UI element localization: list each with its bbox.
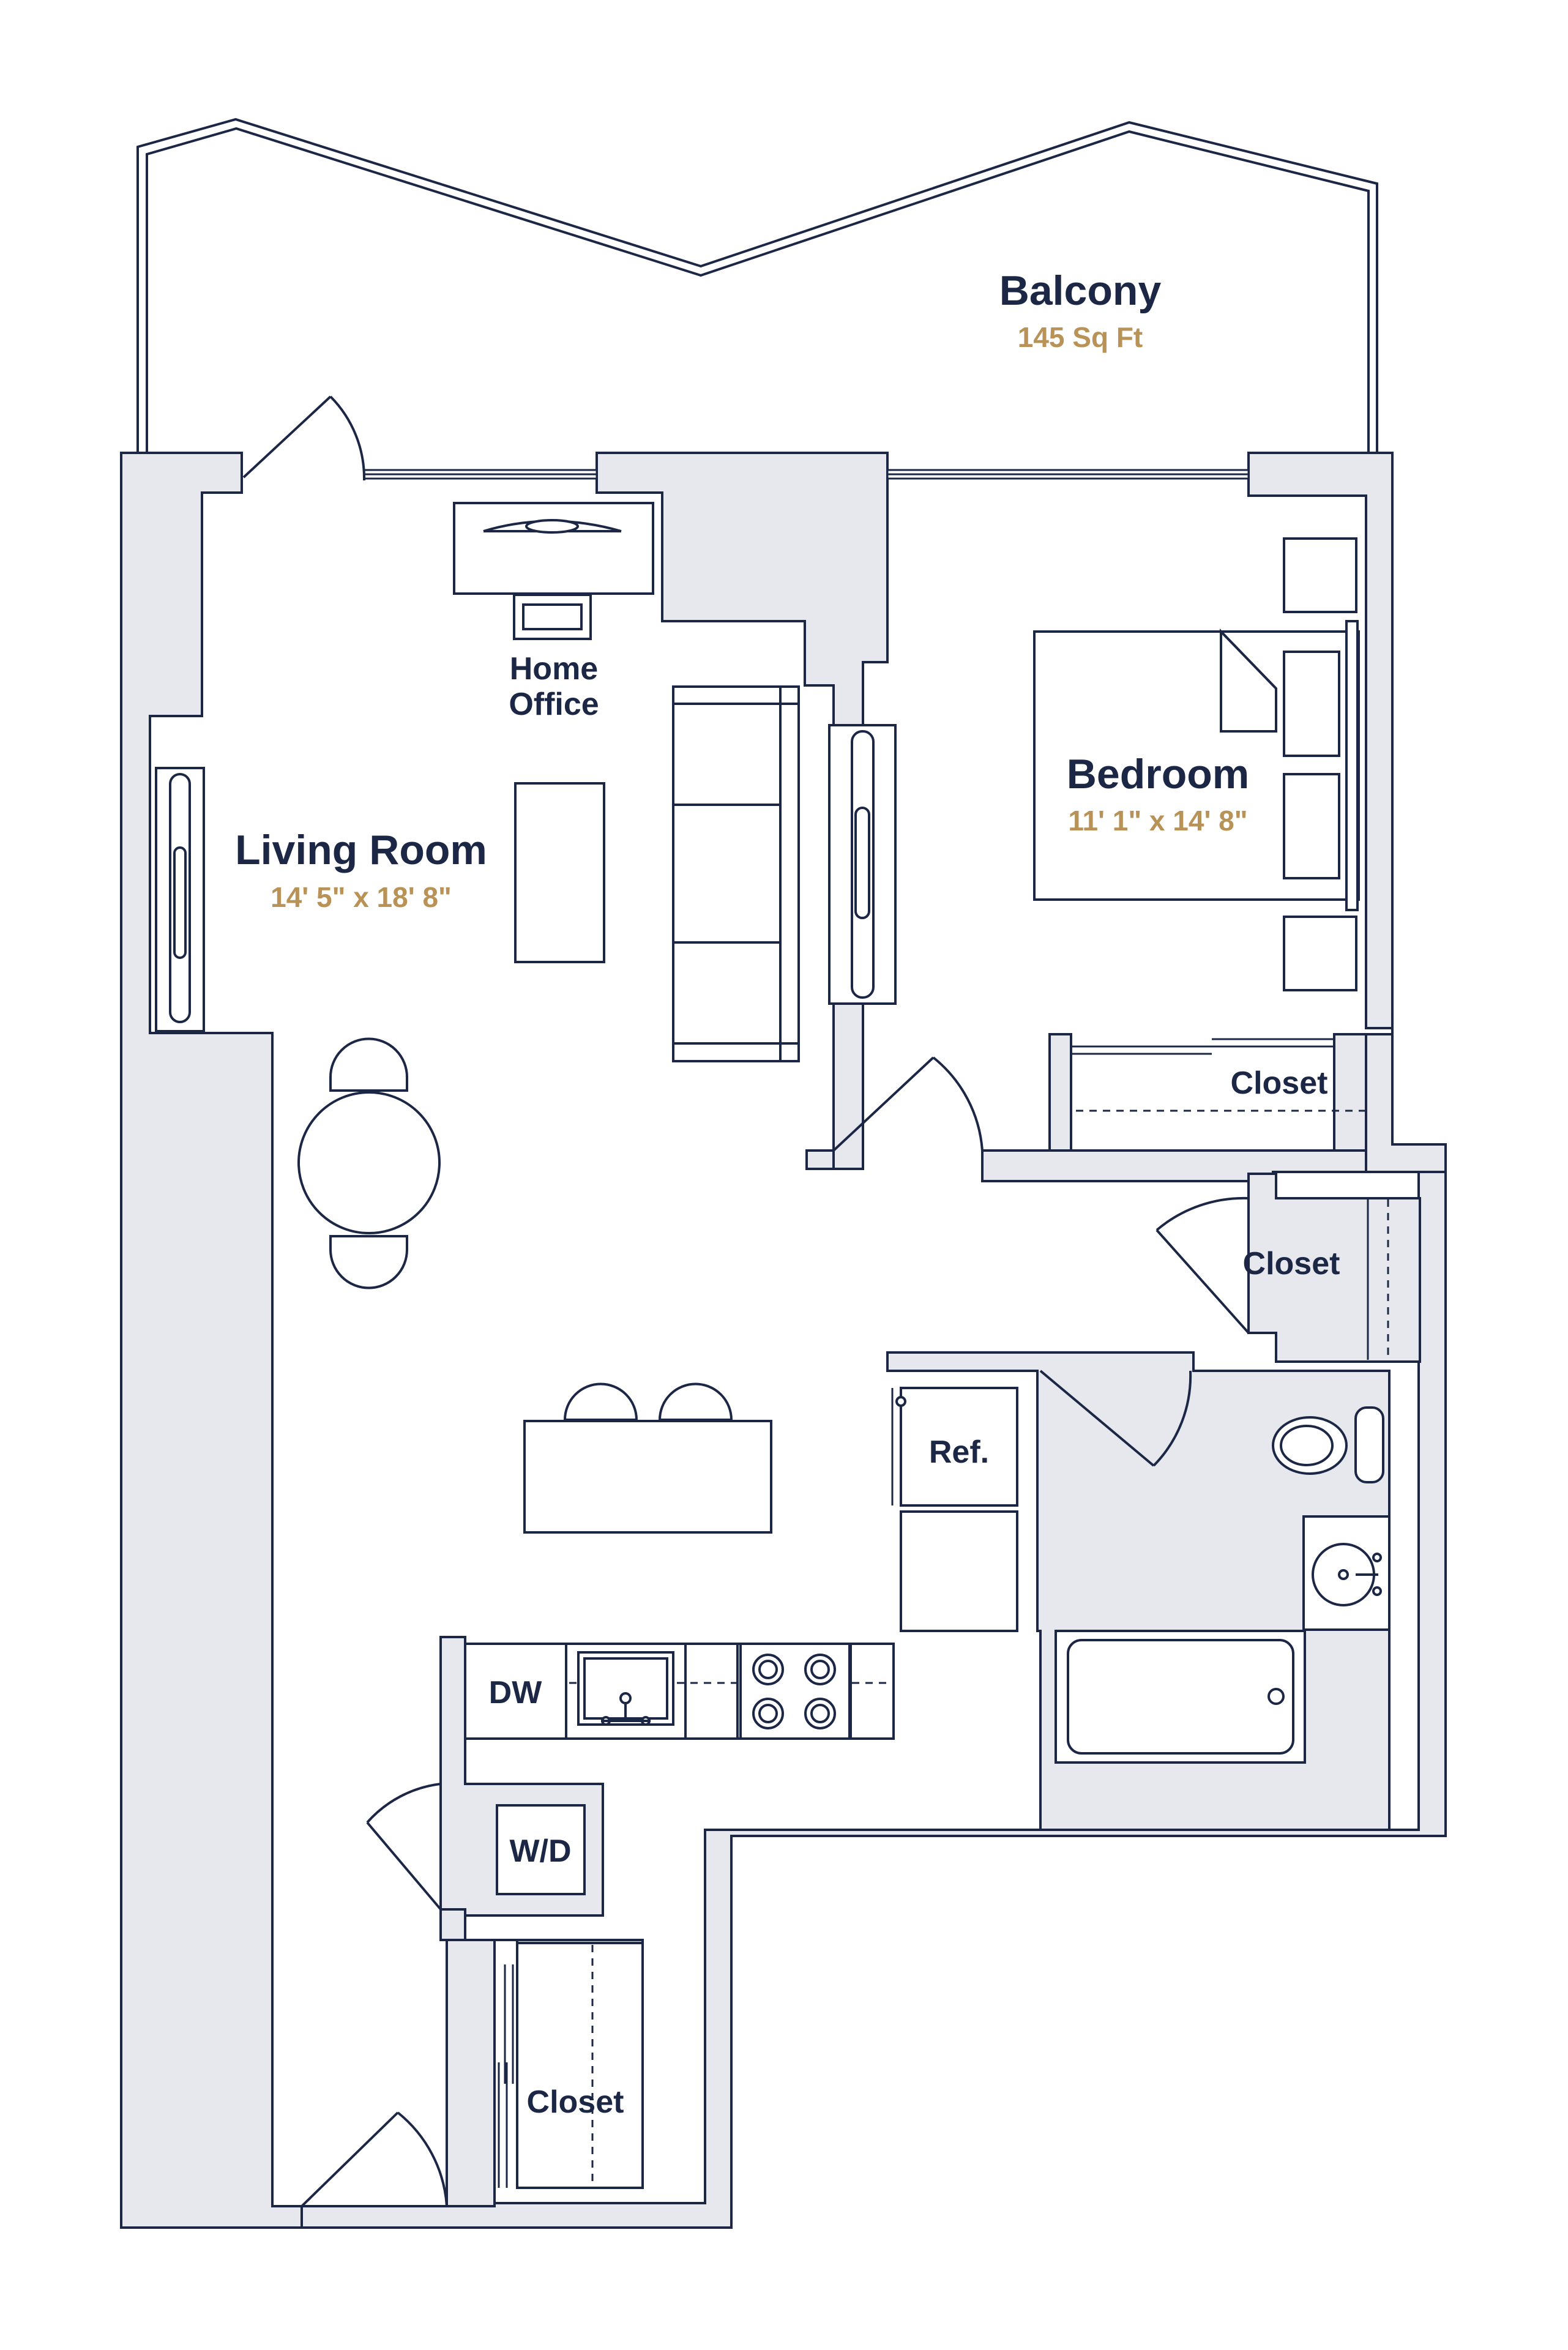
wall-bedroom-closet-right — [1333, 1033, 1367, 1152]
wall-laundry — [439, 1908, 466, 1941]
labels: Balcony 145 Sq Ft Home Office Living Roo… — [235, 267, 1340, 2120]
dining-table — [297, 1037, 441, 1289]
wall-bedroom-door-stub — [805, 1149, 835, 1170]
hall-closet-shelf — [1367, 1199, 1389, 1360]
balcony-area: 145 Sq Ft — [1018, 321, 1143, 353]
bedroom-dims: 11' 1" x 14' 8" — [1068, 805, 1247, 837]
office-chair — [513, 594, 592, 640]
wall-left-exterior — [120, 452, 303, 2229]
wall-bedroom-bottom — [981, 1149, 1367, 1182]
front-door — [301, 2111, 448, 2207]
hall-closet-door — [1155, 1196, 1250, 1334]
bed — [1033, 620, 1360, 911]
toilet — [1272, 1406, 1384, 1483]
bathtub — [1055, 1630, 1306, 1764]
hall-closet-label: Closet — [1243, 1246, 1340, 1281]
coffee-table — [514, 782, 605, 963]
balcony-outline — [136, 118, 1378, 453]
wall-center-top — [595, 452, 889, 1170]
bedroom-closet-label: Closet — [1231, 1065, 1328, 1101]
office-desk — [453, 502, 654, 595]
entry-closet-label: Closet — [527, 2084, 624, 2120]
balcony-windows — [363, 469, 1250, 480]
kitchen-cabinet — [900, 1510, 1018, 1632]
wall-bedroom-closet — [1048, 1033, 1072, 1152]
refrigerator-label: Ref. — [929, 1434, 989, 1470]
tv-console-left — [155, 767, 205, 1032]
entry-closet-doors — [498, 1942, 644, 2189]
sofa — [672, 685, 800, 1062]
kitchen-island — [523, 1382, 772, 1534]
refrigerator — [891, 1387, 1018, 1507]
bathroom-door — [1039, 1370, 1192, 1467]
bedroom-door — [832, 1056, 984, 1152]
tv-console-bedroom — [828, 724, 897, 1005]
living-room-dims: 14' 5" x 18' 8" — [271, 881, 452, 913]
kitchen-sink — [577, 1651, 674, 1726]
home-office-label-line1: Home — [510, 651, 598, 687]
laundry-door — [366, 1783, 442, 1911]
wall-hall-closet — [1247, 1173, 1421, 1363]
balcony-label: Balcony — [999, 267, 1162, 314]
bedroom-closet-doors — [1071, 1038, 1365, 1112]
balcony-door — [242, 395, 366, 481]
bedroom-label: Bedroom — [1067, 751, 1249, 797]
stove — [739, 1643, 851, 1740]
bathroom-vanity — [1302, 1515, 1391, 1631]
washer-dryer — [496, 1804, 586, 1895]
nightstand-bottom — [1283, 916, 1357, 991]
nightstand-top — [1283, 537, 1357, 613]
dishwasher-label: DW — [489, 1675, 543, 1710]
washer-dryer-label: W/D — [509, 1833, 571, 1869]
home-office-label-line2: Office — [509, 687, 599, 722]
living-room-label: Living Room — [235, 827, 487, 873]
